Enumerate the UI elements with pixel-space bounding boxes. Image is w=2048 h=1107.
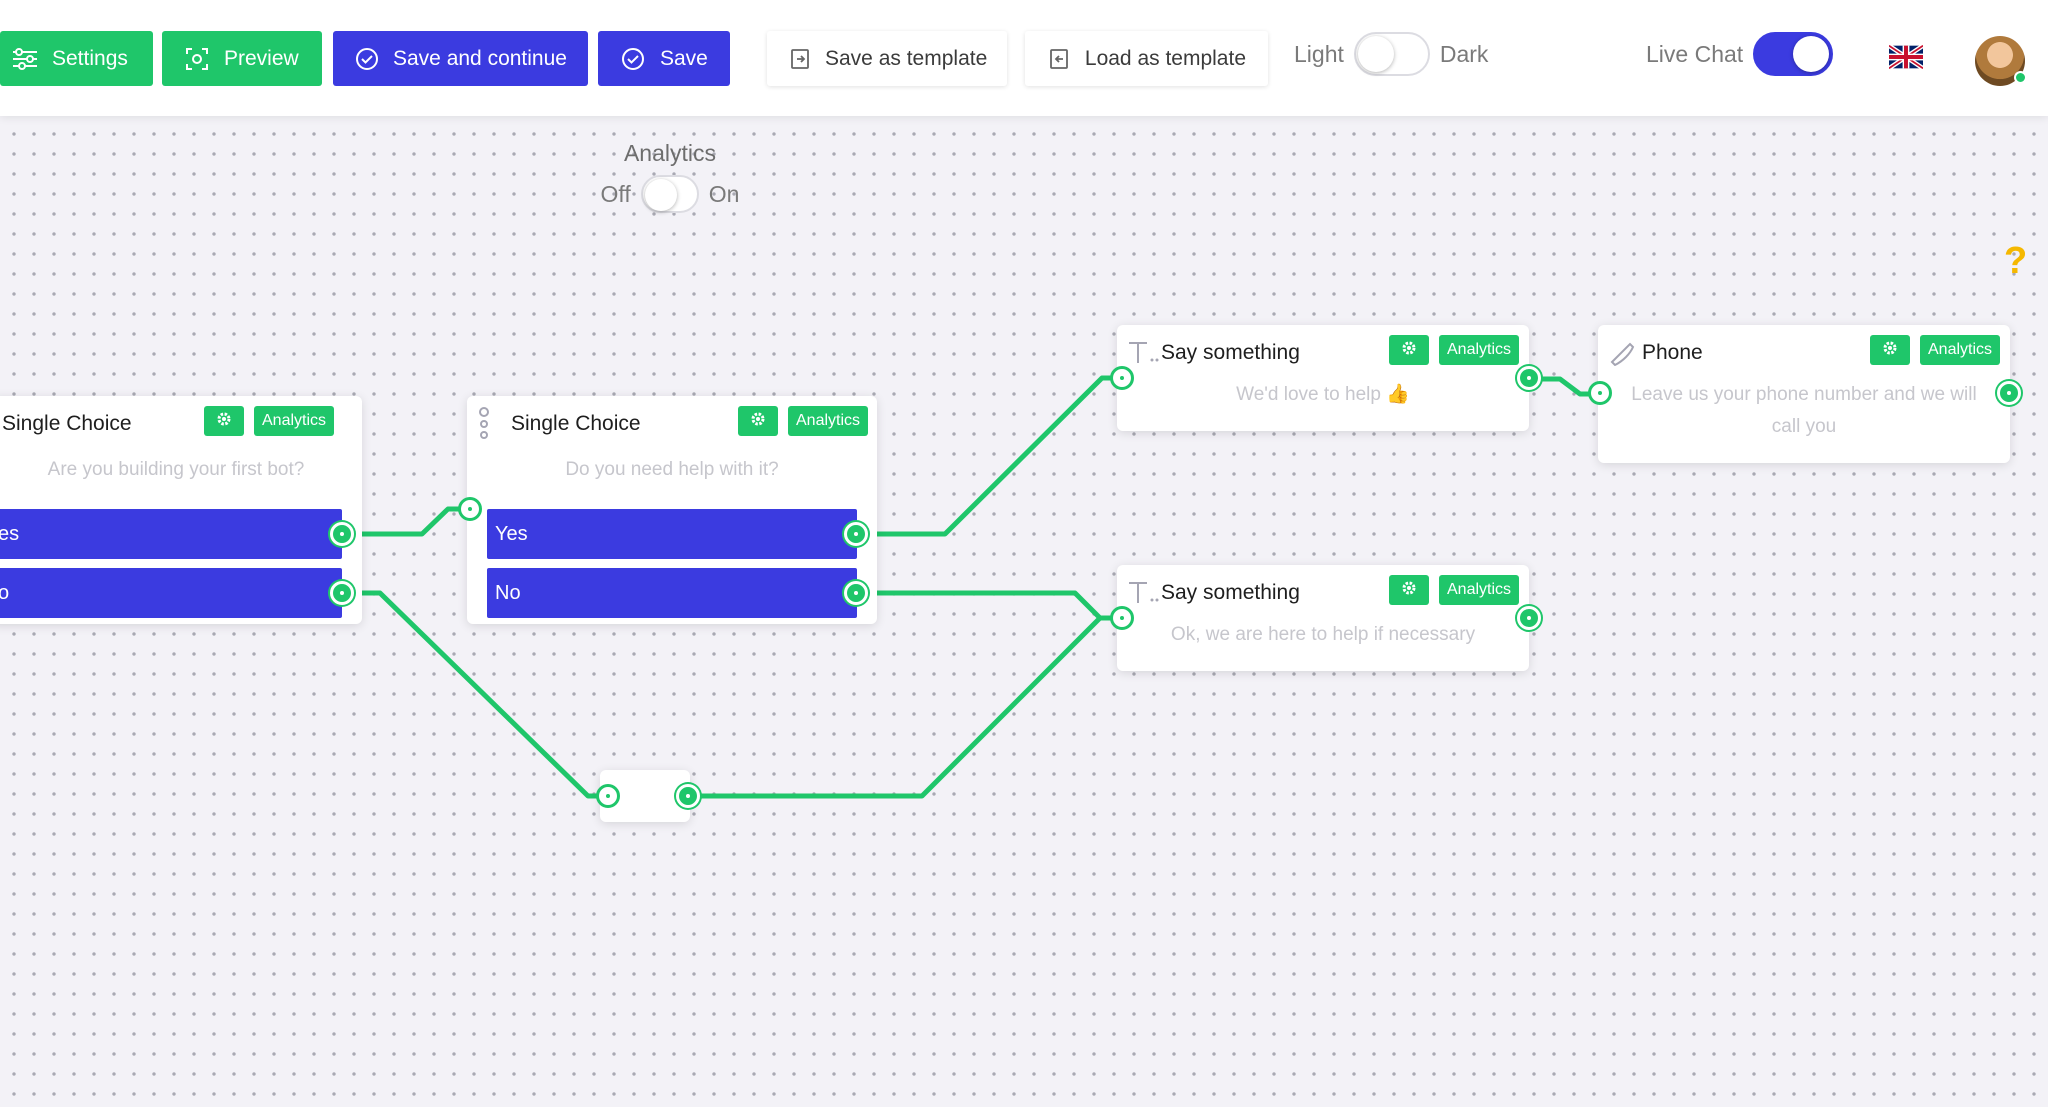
theme-toggle-switch[interactable] <box>1353 32 1430 76</box>
node-analytics-button[interactable]: Analytics <box>788 406 869 436</box>
output-port[interactable] <box>1517 606 1541 630</box>
input-port[interactable] <box>1588 381 1612 405</box>
node-message: Are you building your first bot? <box>47 459 305 480</box>
save-and-continue-label: Save and continue <box>393 46 567 70</box>
save-as-template-label: Save as template <box>825 46 988 70</box>
analytics-toggle-switch[interactable] <box>640 175 699 213</box>
node-settings-button[interactable] <box>1389 335 1429 365</box>
say-something-node-1[interactable]: Say something Analytics We'd love to hel… <box>1117 325 1529 431</box>
theme-toggle-group: Light Dark <box>1294 32 1488 76</box>
save-button-label: Save <box>660 46 708 70</box>
drag-handle-icon <box>477 407 511 439</box>
choice-option[interactable]: o <box>0 568 342 618</box>
text-icon <box>1127 338 1161 368</box>
load-as-template-button[interactable]: Load as template <box>1025 31 1268 86</box>
preview-icon <box>184 46 210 72</box>
output-port[interactable] <box>676 784 700 808</box>
gear-icon <box>1401 580 1417 601</box>
settings-button[interactable]: Settings <box>0 31 153 86</box>
uk-flag-icon[interactable] <box>1887 43 1925 71</box>
save-button[interactable]: Save <box>598 31 730 86</box>
live-chat-toggle-switch[interactable] <box>1753 32 1834 76</box>
top-toolbar: Settings Preview Save and continue Save … <box>0 0 2048 116</box>
check-circle-icon <box>355 46 379 72</box>
node-title: Single Choice <box>511 412 641 435</box>
text-icon <box>1127 578 1161 608</box>
check-circle-icon <box>620 46 646 72</box>
theme-light-label: Light <box>1294 40 1344 67</box>
input-port[interactable] <box>458 497 482 521</box>
node-analytics-button[interactable]: Analytics <box>1439 335 1520 365</box>
node-analytics-button[interactable]: Analytics <box>254 406 335 436</box>
output-port[interactable] <box>1997 381 2021 405</box>
choice-option[interactable]: es <box>0 509 342 559</box>
node-message: Ok, we are here to help if necessary <box>1170 624 1476 645</box>
node-message: We'd love to help 👍 <box>1236 384 1410 405</box>
preview-button[interactable]: Preview <box>162 31 322 86</box>
node-settings-button[interactable] <box>738 406 778 436</box>
theme-toggle-knob <box>1357 36 1394 72</box>
live-chat-toggle-group: Live Chat <box>1646 32 1834 76</box>
gear-icon <box>750 411 766 432</box>
help-icon[interactable]: ? <box>2004 240 2028 282</box>
node-settings-button[interactable] <box>1870 335 1910 365</box>
sliders-icon <box>12 46 38 72</box>
analytics-off-label: Off <box>600 180 631 207</box>
gear-icon <box>1401 340 1417 361</box>
node-settings-button[interactable] <box>1389 575 1429 605</box>
preview-button-label: Preview <box>224 46 299 70</box>
output-port[interactable] <box>330 522 354 546</box>
input-port[interactable] <box>1110 366 1134 390</box>
single-choice-node-2[interactable]: Single Choice Analytics Do you need help… <box>467 396 877 624</box>
output-port[interactable] <box>1517 366 1541 390</box>
node-message: Do you need help with it? <box>565 459 779 480</box>
analytics-toggle-knob <box>644 179 677 211</box>
online-status-dot <box>2014 71 2027 84</box>
save-as-template-button[interactable]: Save as template <box>767 31 1007 86</box>
user-avatar[interactable] <box>1975 36 2027 86</box>
gear-icon <box>216 411 232 432</box>
output-port[interactable] <box>330 581 354 605</box>
load-as-template-label: Load as template <box>1084 46 1246 70</box>
analytics-on-label: On <box>708 180 740 207</box>
live-chat-toggle-knob <box>1793 36 1830 72</box>
save-and-continue-button[interactable]: Save and continue <box>333 31 588 86</box>
theme-dark-label: Dark <box>1439 40 1489 67</box>
file-export-icon <box>789 46 811 72</box>
input-port[interactable] <box>1110 606 1134 630</box>
single-choice-node-1[interactable]: Single Choice Analytics Are you building… <box>0 396 362 624</box>
node-title: Say something <box>1161 581 1300 604</box>
node-title: Single Choice <box>2 412 132 435</box>
node-analytics-button[interactable]: Analytics <box>1439 575 1520 605</box>
phone-node[interactable]: Phone Analytics Leave us your phone numb… <box>1598 325 2010 463</box>
output-port[interactable] <box>844 581 868 605</box>
analytics-toggle-panel: Analytics Off On <box>580 140 760 213</box>
node-analytics-button[interactable]: Analytics <box>1920 335 2001 365</box>
node-message: Leave us your phone number and we will c… <box>1631 384 1977 437</box>
settings-button-label: Settings <box>52 46 128 70</box>
node-title: Say something <box>1161 341 1300 364</box>
live-chat-label: Live Chat <box>1646 40 1744 67</box>
choice-option-no[interactable]: No <box>487 568 857 618</box>
analytics-toggle-title: Analytics <box>623 140 717 166</box>
gear-icon <box>1882 340 1898 361</box>
node-title: Phone <box>1642 341 1703 364</box>
choice-option-yes[interactable]: Yes <box>487 509 857 559</box>
file-import-icon <box>1047 46 1071 72</box>
say-something-node-2[interactable]: Say something Analytics Ok, we are here … <box>1117 565 1529 671</box>
output-port[interactable] <box>844 522 868 546</box>
phone-icon <box>1608 338 1642 368</box>
node-settings-button[interactable] <box>204 406 244 436</box>
input-port[interactable] <box>596 784 620 808</box>
